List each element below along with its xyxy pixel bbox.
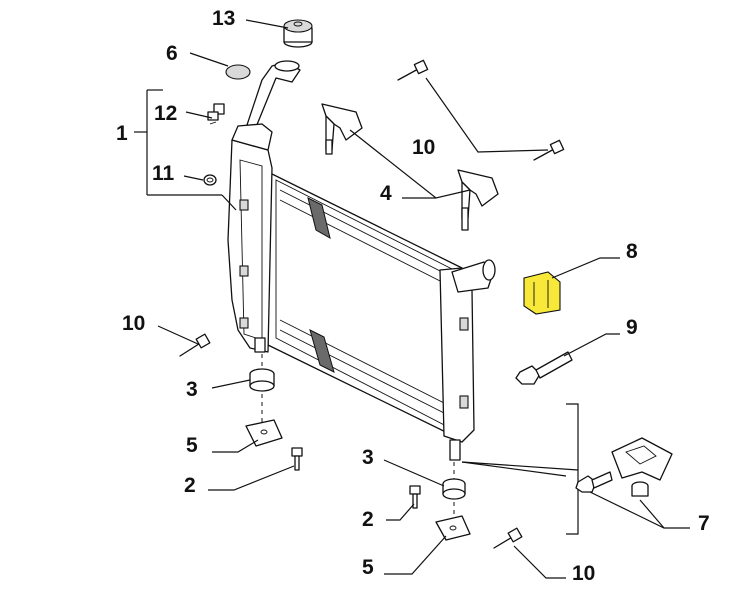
stud-left — [179, 333, 211, 357]
bolt-7 — [575, 471, 613, 493]
callout-5-right: 5 — [362, 556, 374, 579]
radiator-core — [267, 171, 463, 441]
upper-bracket-right — [457, 169, 499, 231]
callout-7: 7 — [698, 512, 710, 535]
stud-bottom — [493, 527, 523, 549]
tank-tab-2 — [239, 265, 249, 277]
callout-12: 12 — [154, 102, 177, 125]
bolt-right-lower — [409, 485, 421, 509]
outlet-pipe-end — [482, 259, 496, 281]
stud-top — [397, 59, 429, 81]
callout-6: 6 — [166, 42, 178, 65]
bleed-screw — [207, 103, 225, 125]
callout-7-frame — [566, 403, 579, 535]
filler-neck — [245, 61, 301, 133]
mount-bracket-7 — [611, 437, 673, 497]
tank-tab-1 — [239, 199, 249, 211]
tank-tab-3 — [239, 317, 249, 329]
right-pin — [449, 439, 461, 461]
callout-1: 1 — [116, 122, 128, 145]
retaining-clip-highlighted — [523, 271, 561, 315]
callout-3-right: 3 — [362, 446, 374, 469]
callout-4: 4 — [380, 182, 392, 205]
callout-2-left: 2 — [184, 474, 196, 497]
callout-1-bracket — [134, 89, 237, 211]
rubber-mount-left — [249, 368, 275, 392]
o-ring — [203, 174, 217, 186]
callout-10-top: 10 — [412, 136, 435, 159]
radiator-fins — [279, 189, 451, 417]
radiator-assembly — [227, 60, 496, 461]
left-pin — [254, 337, 266, 353]
expansion-cap — [283, 19, 313, 48]
lower-bracket-right — [435, 515, 471, 541]
rubber-mount-right — [442, 478, 466, 500]
left-tank — [227, 139, 273, 353]
plug-cover — [225, 64, 251, 80]
tank-top — [231, 123, 273, 151]
callout-10-left: 10 — [122, 312, 145, 335]
filler-neck-rim — [274, 60, 300, 72]
hex-bolt — [515, 351, 573, 385]
right-tank — [439, 267, 475, 443]
lower-bracket-left — [245, 419, 283, 447]
callout-9: 9 — [626, 316, 638, 339]
callout-13: 13 — [212, 7, 235, 30]
callout-2-right: 2 — [362, 508, 374, 531]
callout-10-bottom: 10 — [572, 562, 595, 585]
fin-patch-bottom — [309, 329, 335, 373]
upper-bracket-left — [321, 103, 363, 155]
stud-right — [533, 139, 565, 161]
callout-11: 11 — [152, 162, 175, 185]
callout-8: 8 — [626, 240, 638, 263]
bolt-left-lower — [291, 447, 303, 471]
callout-5-left: 5 — [186, 434, 198, 457]
callout-3-left: 3 — [186, 378, 198, 401]
fin-patch-top — [307, 197, 331, 240]
